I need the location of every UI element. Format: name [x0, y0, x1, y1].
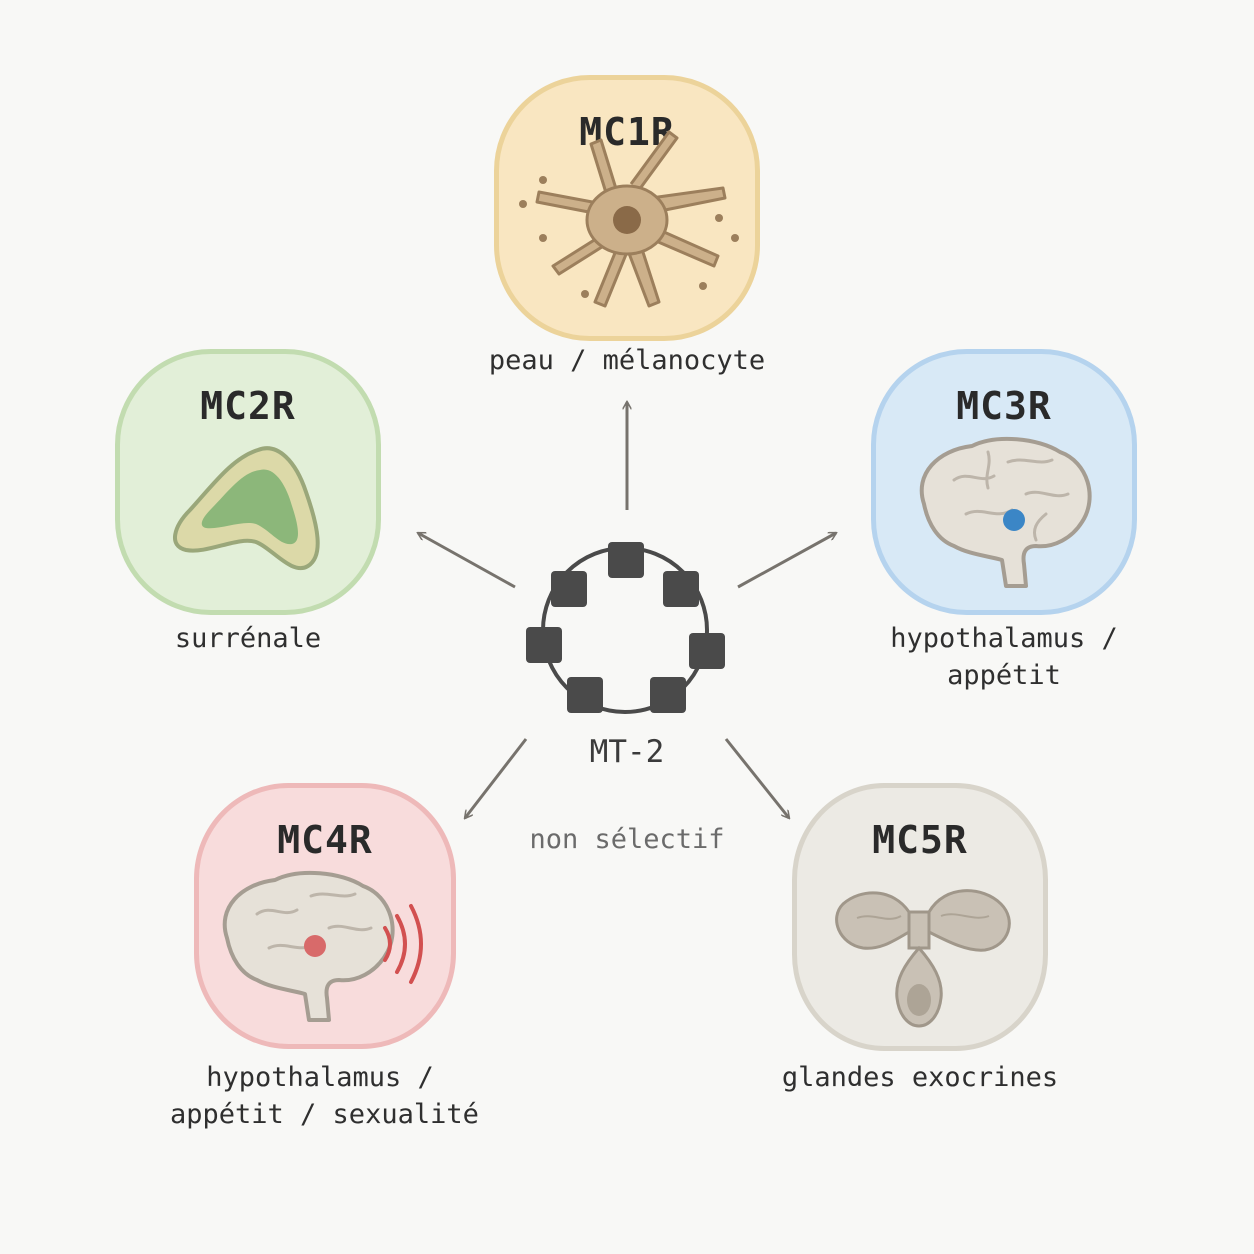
receptor-title: MC5R	[872, 818, 968, 862]
receptor-caption-mc3r: hypothalamus / appétit	[859, 620, 1149, 694]
receptor-panel-mc4r: MC4R	[194, 783, 456, 1049]
receptor-panel-mc1r: MC1R	[494, 75, 760, 341]
caption-line: appétit / sexualité	[170, 1099, 479, 1130]
caption-line: hypothalamus /	[206, 1062, 434, 1093]
caption-line: hypothalamus /	[890, 623, 1118, 654]
melanocyte-icon	[519, 130, 739, 308]
receptor-caption-mc4r: hypothalamus / appétit / sexualité	[170, 1059, 479, 1133]
arrow-to-mc2r	[418, 531, 516, 589]
receptor-title: MC4R	[277, 818, 373, 862]
arrow-to-mc4r	[465, 738, 528, 818]
receptor-caption-mc1r: peau / mélanocyte	[447, 342, 807, 379]
receptor-caption-mc5r: glandes exocrines	[770, 1059, 1070, 1096]
arrow-to-mc3r	[737, 531, 836, 589]
receptor-panel-mc3r: MC3R	[871, 349, 1137, 615]
arrow-to-mc5r	[724, 738, 789, 818]
exocrine-gland-icon	[835, 889, 1011, 1028]
receptor-caption-mc2r: surrénale	[98, 620, 398, 657]
caption-line: surrénale	[174, 623, 322, 654]
adrenal-gland-icon	[173, 446, 320, 571]
caption-line: peau / mélanocyte	[488, 345, 766, 376]
mt2-peptide-ring-icon	[526, 542, 725, 714]
receptor-panel-mc5r: MC5R	[792, 783, 1048, 1051]
receptor-title: MC2R	[200, 384, 296, 428]
receptor-panel-mc2r: MC2R	[115, 349, 381, 615]
brain-signal-icon	[222, 870, 423, 1022]
center-selectivity-note: non sélectif	[529, 824, 725, 855]
receptor-title: MC3R	[956, 384, 1052, 428]
center-peptide-label: MT-2	[589, 734, 665, 770]
caption-line: appétit	[947, 660, 1061, 691]
brain-icon	[919, 436, 1092, 588]
caption-line: glandes exocrines	[781, 1062, 1059, 1093]
